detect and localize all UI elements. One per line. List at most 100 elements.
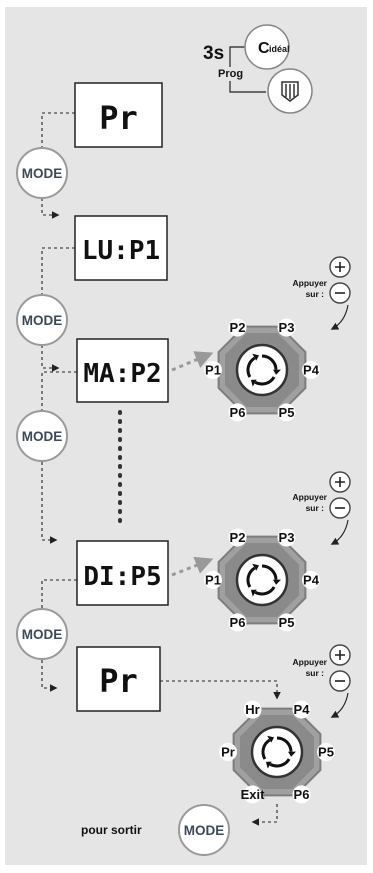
svg-text:P5: P5 — [318, 745, 334, 760]
svg-text:P3: P3 — [279, 320, 295, 335]
prog-label: Prog — [218, 68, 243, 80]
turn-hint-arrow — [330, 692, 349, 718]
selector-position-p4: P4 — [292, 700, 311, 719]
selector-position-p2: P2 — [228, 528, 247, 547]
svg-text:P2: P2 — [230, 530, 246, 545]
brand-badge-button[interactable]: C idéal — [244, 24, 290, 70]
plus-icon — [335, 650, 345, 660]
svg-text:Hr: Hr — [245, 702, 259, 717]
minus-button[interactable] — [329, 282, 351, 304]
svg-text:sur :: sur : — [306, 289, 325, 299]
selector-knob — [235, 553, 289, 607]
svg-text:P1: P1 — [205, 573, 221, 588]
svg-text:sur :: sur : — [306, 503, 325, 513]
selector-position-p1: P1 — [204, 571, 222, 589]
svg-text:P6: P6 — [230, 615, 246, 630]
svg-text:Pr: Pr — [99, 99, 138, 137]
selector-position-p6: P6 — [228, 613, 247, 632]
selector-position-p3: P3 — [277, 318, 296, 337]
svg-text:P5: P5 — [279, 405, 295, 420]
svg-text:P6: P6 — [230, 405, 246, 420]
svg-text:Pr: Pr — [99, 662, 138, 700]
minus-button[interactable] — [329, 670, 351, 692]
duration-label: 3s — [203, 43, 224, 64]
selector-knob — [235, 343, 289, 397]
plus-button[interactable] — [329, 644, 351, 666]
selector-pointers — [171, 351, 214, 577]
selector-position-exit: Exit — [241, 785, 266, 804]
lcd-display-5: Pr — [76, 646, 161, 712]
svg-text:MODE: MODE — [22, 166, 63, 181]
exit-instruction: pour sortir — [81, 823, 142, 837]
svg-text:P1: P1 — [205, 363, 221, 378]
selector-position-p2: P2 — [228, 318, 247, 337]
svg-text:P4: P4 — [294, 702, 311, 717]
selector-position-p6: P6 — [292, 785, 311, 804]
mode-button-2[interactable]: MODE — [16, 294, 68, 346]
selector-position-p4: P4 — [302, 571, 320, 589]
svg-text:DI:P5: DI:P5 — [83, 562, 161, 592]
svg-text:P2: P2 — [230, 320, 246, 335]
rotate-icon — [246, 563, 281, 597]
turn-hint-arrow — [330, 519, 349, 545]
rotate-icon — [261, 735, 296, 769]
mode-button-exit[interactable]: MODE — [178, 804, 230, 856]
selector-position-p3: P3 — [277, 528, 296, 547]
plus-minus-controls — [329, 256, 351, 718]
plus-icon — [335, 262, 345, 272]
prog-bracket-top — [229, 46, 248, 67]
svg-text:MODE: MODE — [22, 429, 63, 444]
selector-knob — [250, 725, 304, 779]
svg-text:sur :: sur : — [306, 668, 325, 678]
selector-position-p6: P6 — [228, 403, 247, 422]
svg-text:MODE: MODE — [22, 313, 63, 328]
svg-text:Exit: Exit — [241, 787, 266, 802]
svg-text:P4: P4 — [303, 573, 320, 588]
selector-position-pr: Pr — [219, 743, 237, 761]
lcd-display-2: LU:P1 — [74, 215, 168, 281]
svg-text:P3: P3 — [279, 530, 295, 545]
plus-button[interactable] — [329, 471, 351, 493]
turn-hint-arrow — [330, 304, 349, 330]
svg-text:P6: P6 — [294, 787, 310, 802]
svg-text:MA:P2: MA:P2 — [83, 359, 161, 389]
plus-button[interactable] — [329, 256, 351, 278]
shield-icon — [281, 81, 299, 102]
prog-bracket-bottom — [229, 81, 266, 93]
selector-position-p4: P4 — [302, 361, 320, 379]
svg-text:C: C — [258, 40, 270, 57]
svg-text:P5: P5 — [279, 615, 295, 630]
svg-text:LU:P1: LU:P1 — [82, 236, 160, 266]
plus-icon — [335, 477, 345, 487]
rotate-icon — [246, 353, 281, 387]
lcd-display-1: Pr — [74, 82, 163, 148]
adjust-hint-1: Appuyer sur : — [293, 278, 328, 299]
mode-button-1[interactable]: MODE — [16, 147, 68, 199]
mode-button-4[interactable]: MODE — [16, 608, 68, 660]
adjust-hint-2: Appuyer sur : — [293, 492, 328, 513]
lcd-display-4: DI:P5 — [76, 540, 169, 606]
svg-text:idéal: idéal — [269, 44, 290, 54]
mode-button-3[interactable]: MODE — [16, 410, 68, 462]
selector-position-hr: Hr — [243, 700, 262, 719]
svg-text:P4: P4 — [303, 363, 320, 378]
svg-text:Appuyer: Appuyer — [293, 657, 328, 667]
lcd-display-3: MA:P2 — [76, 338, 169, 403]
minus-button[interactable] — [329, 497, 351, 519]
svg-text:MODE: MODE — [22, 627, 63, 642]
selector-position-p5: P5 — [277, 403, 296, 422]
flow-connectors — [41, 112, 281, 826]
selector-position-p5: P5 — [317, 743, 335, 761]
svg-text:Appuyer: Appuyer — [293, 278, 328, 288]
svg-text:Appuyer: Appuyer — [293, 492, 328, 502]
adjust-hint-3: Appuyer sur : — [293, 657, 328, 678]
svg-text:MODE: MODE — [184, 823, 225, 838]
shield-button[interactable] — [267, 68, 313, 114]
selector-position-p5: P5 — [277, 613, 296, 632]
selector-position-p1: P1 — [204, 361, 222, 379]
